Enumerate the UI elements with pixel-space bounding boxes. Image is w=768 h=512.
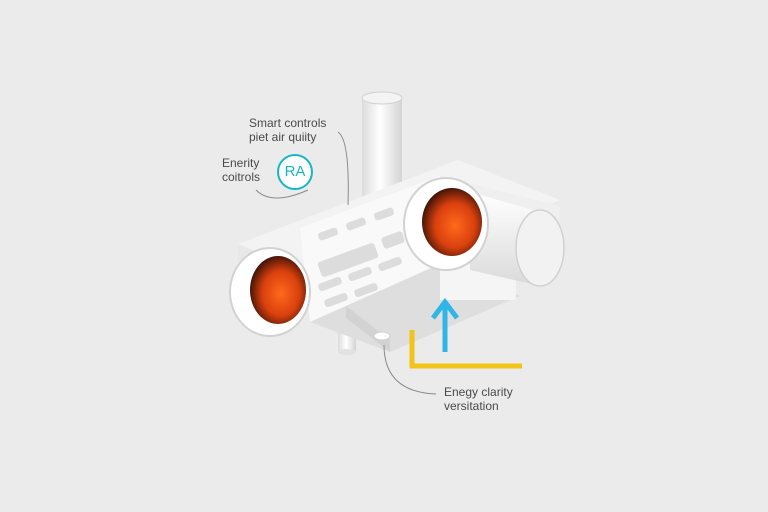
- energy-ventilation-label: Enegy clarity versitation: [444, 385, 513, 413]
- energy-controls-line-1: Enerity: [222, 156, 260, 170]
- right-duct-outlet: [403, 177, 565, 287]
- energy-flow-line: [409, 330, 522, 369]
- air-quality-badge-text: RA: [284, 163, 306, 180]
- energy-controls-label: Enerity coitrols: [222, 156, 260, 184]
- energy-ventilation-line-1: Enegy clarity: [444, 385, 513, 399]
- vertical-supply-pipe: [361, 91, 403, 198]
- airflow-arrow-icon: [431, 297, 459, 352]
- energy-ventilation-line-2: versitation: [444, 399, 499, 413]
- left-duct-outlet: [229, 247, 311, 337]
- drain-port: [373, 331, 391, 341]
- smart-controls-line-1: Smart controls: [249, 116, 327, 130]
- air-quality-badge-icon: [277, 154, 313, 190]
- smart-controls-label: Smart controls piet air quiity: [249, 116, 326, 144]
- smart-controls-line-2: piet air quiity: [249, 130, 317, 144]
- leader-lines: [255, 131, 437, 395]
- energy-controls-line-2: coitrols: [222, 170, 261, 184]
- vent-grille: [317, 207, 405, 308]
